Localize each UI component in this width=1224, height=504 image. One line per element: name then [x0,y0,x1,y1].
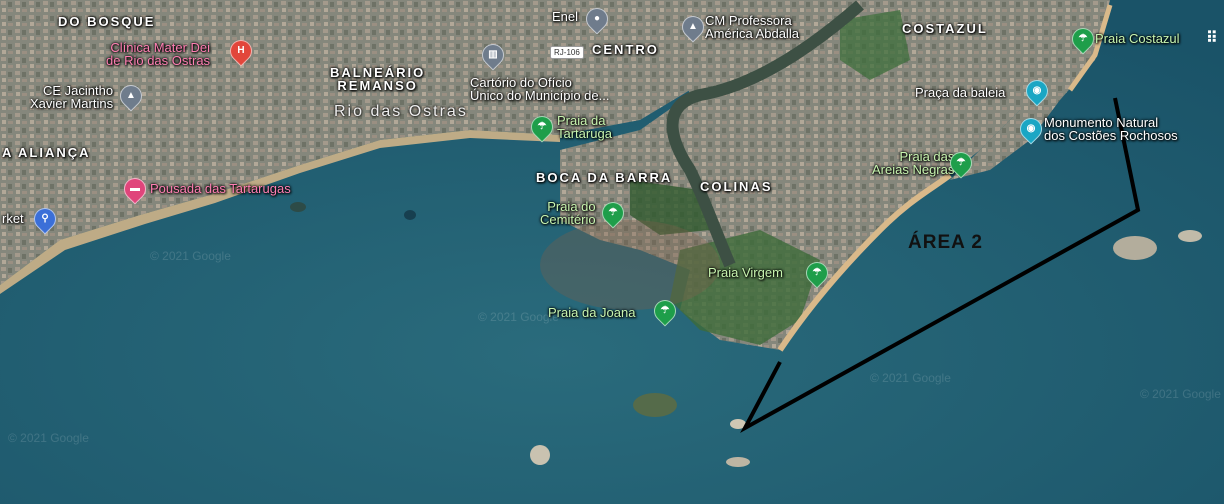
poi-cm-professora[interactable]: CM Professora América Abdalla [705,13,799,41]
land-west [0,0,700,285]
area-2-boundary-line [740,97,1141,434]
reef-2 [290,202,306,212]
neighborhood-costazul: COSTAZUL [902,21,988,36]
island-1 [633,393,677,417]
vegetation-3 [630,180,710,235]
poi-praca-da-baleia[interactable]: Praça da baleia [915,85,1006,100]
poi-praia-da-tartaruga[interactable]: Praia da Tartaruga [557,113,612,141]
poi-monumento-natural[interactable]: Monumento Natural dos Costões Rochosos [1044,115,1178,143]
neighborhood-boca-da-barra: BOCA DA BARRA [536,170,673,185]
island-3 [726,457,750,467]
google-watermark: © 2021 Google [8,431,89,445]
river [666,0,864,268]
neighborhood-balneario-remanso: BALNEÁRIO REMANSO [330,65,426,93]
poi-praia-do-cemiterio[interactable]: Praia do Cemitério [540,199,596,227]
beach-east [777,172,952,352]
beach-costazul [1067,4,1113,92]
poi-praia-virgem[interactable]: Praia Virgem [708,265,783,280]
poi-clinica-mater-dei[interactable]: Clínica Mater Dei de Rio das Ostras [106,40,211,68]
neighborhood-do-bosque: DO BOSQUE [58,14,156,29]
poi-ce-jacintho[interactable]: CE Jacintho Xavier Martins [30,83,114,111]
area-2-label: ÁREA 2 [908,232,983,253]
poi-cartorio[interactable]: Cartório do Ofício Único do Município de… [470,75,610,103]
poi-praia-da-joana[interactable]: Praia da Joana [548,305,636,320]
vegetation-2 [840,10,910,80]
google-watermark: © 2021 Google [870,371,951,385]
vegetation-1 [670,230,820,345]
reef-1 [404,210,416,220]
poi-market[interactable]: rket [2,211,24,226]
route-badge: RJ-106 [550,46,584,59]
neighborhood-centro: CENTRO [592,42,659,57]
island-4 [1113,236,1157,260]
neighborhood-colinas: COLINAS [700,179,773,194]
island-5 [1178,230,1202,242]
city-label: Rio das Ostras [334,103,468,120]
island-2 [530,445,550,465]
poi-praia-costazul[interactable]: Praia Costazul [1095,31,1180,46]
apps-grid-icon[interactable]: ⠿ [1206,30,1218,47]
sediment-plume [540,220,720,310]
poi-pousada-das-tartarugas[interactable]: Pousada das Tartarugas [150,181,291,196]
google-watermark: © 2021 Google [150,249,231,263]
neighborhood-alianca: A ALIANÇA [2,145,91,160]
google-watermark: © 2021 Google [1140,387,1221,401]
google-watermark: © 2021 Google [478,310,559,324]
poi-praia-das-areias-negras[interactable]: Praia das Areias Negras [872,149,955,177]
poi-enel[interactable]: Enel [552,9,579,24]
island-6 [730,419,746,429]
